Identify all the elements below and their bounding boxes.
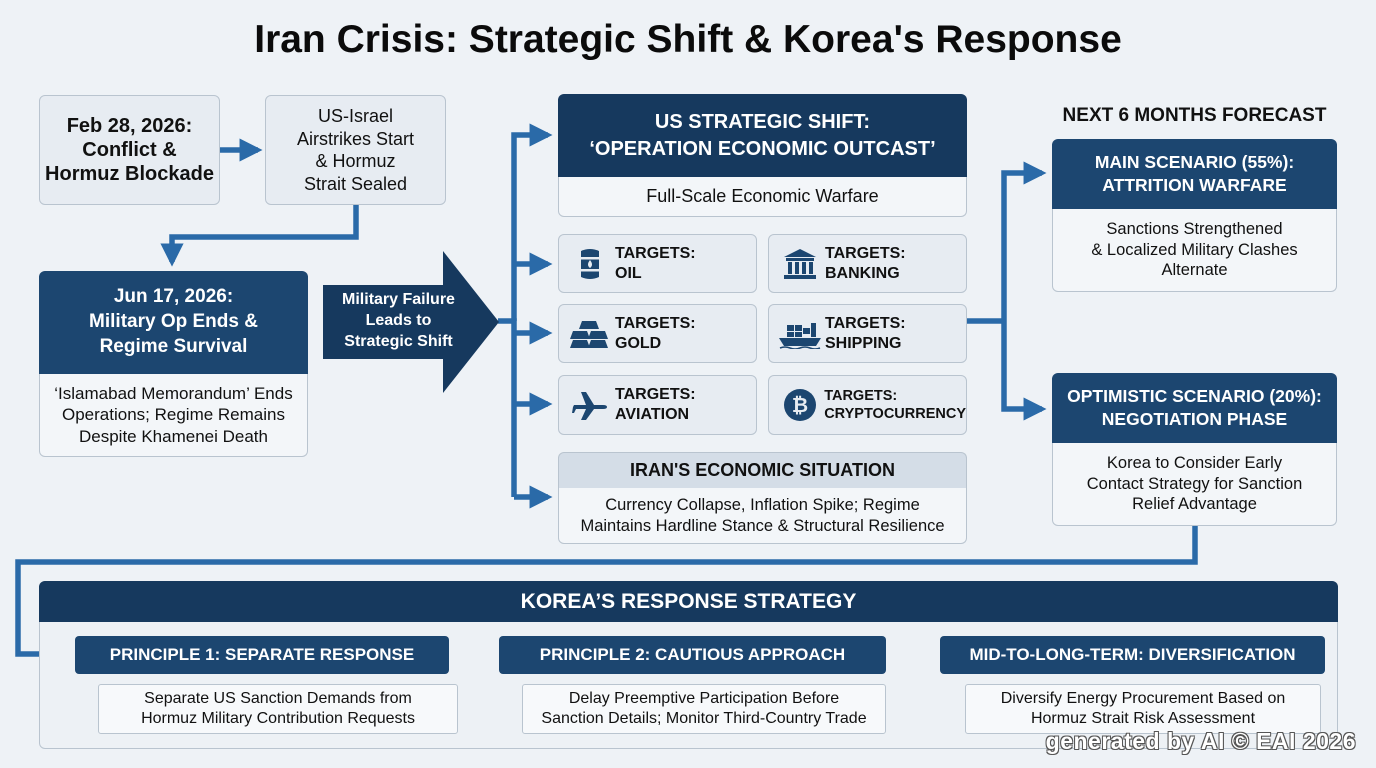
principle-1-body: Separate US Sanction Demands from Hormuz… xyxy=(98,684,458,734)
strategic-shift-arrow-label: Military Failure Leads to Strategic Shif… xyxy=(342,291,455,350)
optimistic-scenario-body-text: Korea to Consider Early Contact Strategy… xyxy=(1086,454,1303,514)
target-aviation: TARGETS: AVIATION xyxy=(558,375,757,435)
target-oil: TARGETS: OIL xyxy=(558,234,757,293)
arrow-to-us-shift xyxy=(511,123,553,321)
main-scenario-body-text: Sanctions Strengthened & Localized Milit… xyxy=(1091,220,1298,280)
target-cryptocurrency: ₿ TARGETS: CRYPTOCURRENCY xyxy=(768,375,967,435)
arrow-to-korea-strategy xyxy=(15,526,1198,666)
main-scenario-header: MAIN SCENARIO (55%): ATTRITION WARFARE xyxy=(1052,139,1337,209)
cargo-ship-icon xyxy=(779,319,821,349)
main-scenario-body: Sanctions Strengthened & Localized Milit… xyxy=(1052,209,1337,292)
bank-icon xyxy=(779,248,821,280)
page-title: Iran Crisis: Strategic Shift & Korea's R… xyxy=(254,18,1122,61)
iran-econ-body: Currency Collapse, Inflation Spike; Regi… xyxy=(558,488,967,544)
airstrikes-box: US-Israel Airstrikes Start & Hormuz Stra… xyxy=(265,95,446,205)
gold-bars-icon xyxy=(569,319,611,349)
principle-1-header: PRINCIPLE 1: SEPARATE RESPONSE xyxy=(75,636,449,674)
feb-date-box: Feb 28, 2026: Conflict & Hormuz Blockade xyxy=(39,95,220,205)
korea-strategy-header: KOREA’S RESPONSE STRATEGY xyxy=(39,581,1338,622)
jun-body-text: ‘Islamabad Memorandum’ Ends Operations; … xyxy=(54,384,293,446)
target-shipping-label: TARGETS: SHIPPING xyxy=(825,314,906,352)
principle-3-body-text: Diversify Energy Procurement Based on Ho… xyxy=(1000,690,1286,727)
target-cryptocurrency-label: TARGETS: CRYPTOCURRENCY xyxy=(824,387,966,422)
optimistic-scenario-body: Korea to Consider Early Contact Strategy… xyxy=(1052,443,1337,526)
optimistic-scenario-header-text: OPTIMISTIC SCENARIO (20%): NEGOTIATION P… xyxy=(1067,386,1322,429)
target-oil-label: TARGETS: OIL xyxy=(615,244,696,282)
airstrikes-text: US-Israel Airstrikes Start & Hormuz Stra… xyxy=(296,106,415,194)
arrow-strikes-to-jun xyxy=(160,205,359,267)
branch-trunk xyxy=(498,318,517,497)
principle-2-header: PRINCIPLE 2: CAUTIOUS APPROACH xyxy=(499,636,886,674)
target-banking-label: TARGETS: BANKING xyxy=(825,244,906,282)
main-scenario-header-text: MAIN SCENARIO (55%): ATTRITION WARFARE xyxy=(1094,152,1295,195)
forecast-label: NEXT 6 MONTHS FORECAST xyxy=(1062,105,1327,126)
principle-3-header: MID-TO-LONG-TERM: DIVERSIFICATION xyxy=(940,636,1325,674)
principle-2-body-text: Delay Preemptive Participation Before Sa… xyxy=(541,690,867,727)
strategic-shift-arrow xyxy=(323,251,499,393)
us-shift-body: Full-Scale Economic Warfare xyxy=(558,177,967,217)
jun-body: ‘Islamabad Memorandum’ Ends Operations; … xyxy=(39,374,308,457)
airplane-icon xyxy=(569,389,611,421)
target-shipping: TARGETS: SHIPPING xyxy=(768,304,967,363)
target-banking: TARGETS: BANKING xyxy=(768,234,967,293)
us-shift-header-text: US STRATEGIC SHIFT: ‘OPERATION ECONOMIC … xyxy=(589,110,936,160)
iran-econ-header: IRAN'S ECONOMIC SITUATION xyxy=(558,452,967,488)
principle-1-body-text: Separate US Sanction Demands from Hormuz… xyxy=(141,690,415,727)
svg-text:₿: ₿ xyxy=(791,393,807,417)
iran-econ-body-text: Currency Collapse, Inflation Spike; Regi… xyxy=(580,495,945,535)
arrow-to-main-scenario xyxy=(1001,161,1047,321)
us-shift-header: US STRATEGIC SHIFT: ‘OPERATION ECONOMIC … xyxy=(558,94,967,177)
bitcoin-icon: ₿ xyxy=(779,388,820,422)
oil-barrel-icon xyxy=(569,247,611,281)
jun-header-text: Jun 17, 2026: Military Op Ends & Regime … xyxy=(89,286,258,357)
target-gold-label: TARGETS: GOLD xyxy=(615,314,696,352)
optimistic-scenario-header: OPTIMISTIC SCENARIO (20%): NEGOTIATION P… xyxy=(1052,373,1337,443)
target-aviation-label: TARGETS: AVIATION xyxy=(615,386,696,423)
arrow-to-optimistic-scenario xyxy=(1001,321,1047,421)
watermark: generated by AI © EAI 2026 xyxy=(1045,728,1356,754)
target-gold: TARGETS: GOLD xyxy=(558,304,757,363)
principle-3-body: Diversify Energy Procurement Based on Ho… xyxy=(965,684,1321,734)
principle-2-body: Delay Preemptive Participation Before Sa… xyxy=(522,684,886,734)
jun-header: Jun 17, 2026: Military Op Ends & Regime … xyxy=(39,271,308,374)
feb-date-text: Feb 28, 2026: Conflict & Hormuz Blockade xyxy=(45,115,214,185)
